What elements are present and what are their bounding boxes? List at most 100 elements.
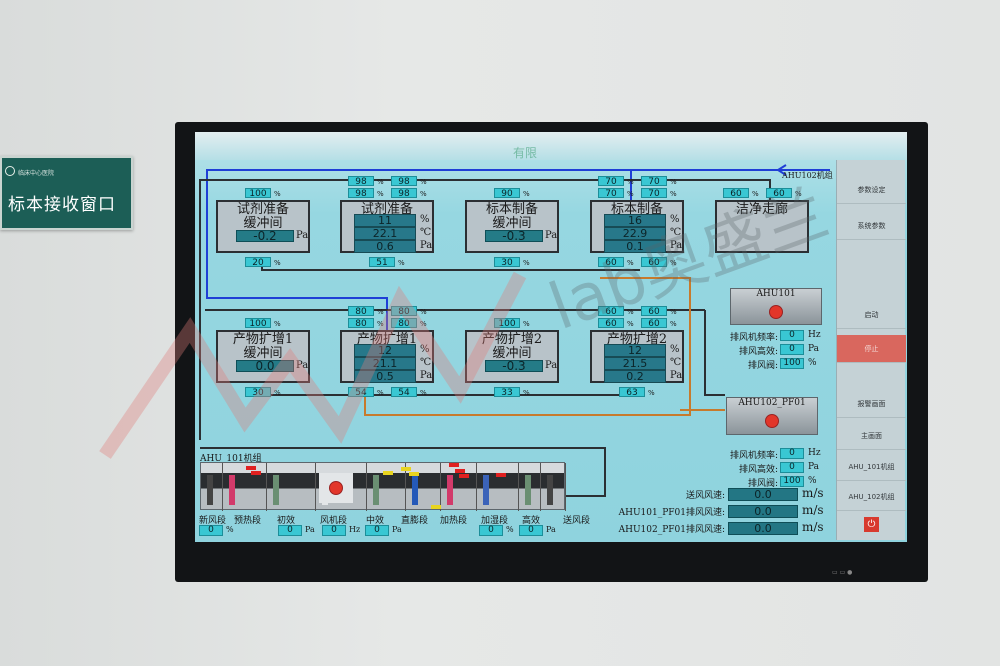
damper-tag: 54%	[348, 387, 386, 398]
ahu-section-label: 高效	[522, 516, 541, 526]
damper-value: 70	[641, 176, 667, 187]
exhaust-unit: %	[808, 358, 817, 368]
ahu102-label: AHU102机组	[782, 171, 833, 180]
power-button[interactable]: ⏻	[864, 517, 879, 532]
ahu101-unit-diagram	[200, 462, 566, 511]
room-reading: -0.3	[485, 360, 543, 372]
ahu-unit: Pa	[305, 525, 315, 534]
room-box: 洁净走廊	[715, 200, 809, 253]
exhaust-value: 100	[780, 476, 804, 487]
damper-unit: %	[398, 259, 405, 267]
ahu-unit: Hz	[349, 525, 361, 534]
duct-line	[200, 447, 606, 497]
reading-unit: ℃	[420, 357, 432, 368]
room-name: 产物扩增2 缓冲间	[481, 332, 543, 361]
indicator-icon	[496, 473, 506, 477]
damper-unit: %	[377, 389, 384, 397]
damper-value: 80	[348, 318, 374, 329]
room-reading: 0.0	[236, 360, 294, 372]
filter-panel-icon	[483, 475, 489, 505]
damper-value: 54	[348, 387, 374, 398]
return-pipe-orange	[364, 277, 691, 416]
damper-unit: %	[670, 190, 677, 198]
sidebar-item[interactable]: 主画面	[837, 422, 906, 450]
ahu-section-10	[541, 463, 566, 511]
ahu-section-1	[201, 463, 223, 511]
room-reading: 12	[604, 344, 666, 357]
sidebar-item[interactable]: 报警画面	[837, 390, 906, 418]
filter-panel-icon	[273, 475, 279, 505]
damper-tag: 20%	[245, 257, 283, 268]
exhaust-value: 0	[780, 448, 804, 459]
reading-unit: %	[670, 344, 680, 355]
ahu-section-3	[267, 463, 316, 511]
damper-tag: 70%	[598, 188, 636, 199]
damper-unit: %	[377, 308, 384, 316]
indicator-icon	[251, 471, 261, 475]
damper-unit: %	[420, 190, 427, 198]
damper-unit: %	[377, 178, 384, 186]
damper-unit: %	[420, 320, 427, 328]
sidebar-item[interactable]: 系统参数	[837, 212, 906, 240]
reading-unit: ℃	[420, 227, 432, 238]
indicator-icon	[401, 467, 411, 471]
room-name: 产物扩增2	[606, 332, 668, 347]
ahu-section-2	[223, 463, 267, 511]
room-reading: 16	[604, 214, 666, 227]
indicator-icon	[246, 466, 256, 470]
damper-tag: 30%	[245, 387, 283, 398]
damper-tag: 63%	[619, 387, 657, 398]
ahu-section-label: 风机段	[320, 516, 348, 526]
ahu-value: 0	[479, 525, 503, 536]
indicator-icon	[459, 474, 469, 478]
damper-unit: %	[523, 190, 530, 198]
filter-panel-icon	[207, 475, 213, 505]
filter-panel-icon	[525, 475, 531, 505]
room-name: 标本制备	[610, 202, 663, 217]
reading-unit: Pa	[296, 360, 309, 371]
exhaust-label: 排风高效:	[738, 347, 778, 357]
exhaust-label: 排风阀:	[747, 361, 778, 371]
fan-icon	[769, 305, 783, 319]
ahu-value: 0	[365, 525, 389, 536]
room-reading: 0.1	[604, 240, 666, 253]
wall-sign: 临床中心医院 标本接收窗口	[0, 156, 133, 230]
ahu-section-5	[367, 463, 406, 511]
damper-value: 60	[723, 188, 749, 199]
reading-unit: %	[420, 344, 430, 355]
damper-tag: 33%	[494, 387, 532, 398]
reading-unit: %	[670, 214, 680, 225]
damper-tag: 70%	[641, 188, 679, 199]
damper-tag: 98%	[348, 188, 386, 199]
sidebar-item[interactable]: AHU_101机组	[837, 453, 906, 481]
exhaust-fan-unit: AHU102_PF01	[726, 397, 818, 435]
airspeed-value: 0.0	[728, 522, 798, 535]
damper-unit: %	[274, 389, 281, 397]
damper-value: 98	[348, 176, 374, 187]
damper-unit: %	[795, 190, 802, 198]
sidebar-item[interactable]: 启动	[837, 301, 906, 329]
damper-unit: %	[627, 320, 634, 328]
damper-tag: 80%	[391, 318, 429, 329]
damper-tag: 54%	[391, 387, 429, 398]
damper-unit: %	[627, 178, 634, 186]
damper-value: 60	[598, 318, 624, 329]
exhaust-label: 排风高效:	[738, 465, 778, 475]
sidebar-item[interactable]: 参数设定	[837, 176, 906, 204]
damper-tag: 60%	[766, 188, 804, 199]
damper-unit: %	[627, 308, 634, 316]
ahu-section-8	[477, 463, 519, 511]
room-reading: -0.3	[485, 230, 543, 242]
exhaust-value: 100	[780, 358, 804, 369]
damper-tag: 60%	[641, 318, 679, 329]
screen-header: 有限	[513, 146, 538, 160]
sidebar-item[interactable]: AHU_102机组	[837, 483, 906, 511]
sidebar-item[interactable]: 停止	[837, 335, 906, 363]
airspeed-unit: m/s	[802, 503, 824, 517]
damper-value: 63	[619, 387, 645, 398]
damper-unit: %	[523, 389, 530, 397]
damper-tag: 60%	[598, 306, 636, 317]
